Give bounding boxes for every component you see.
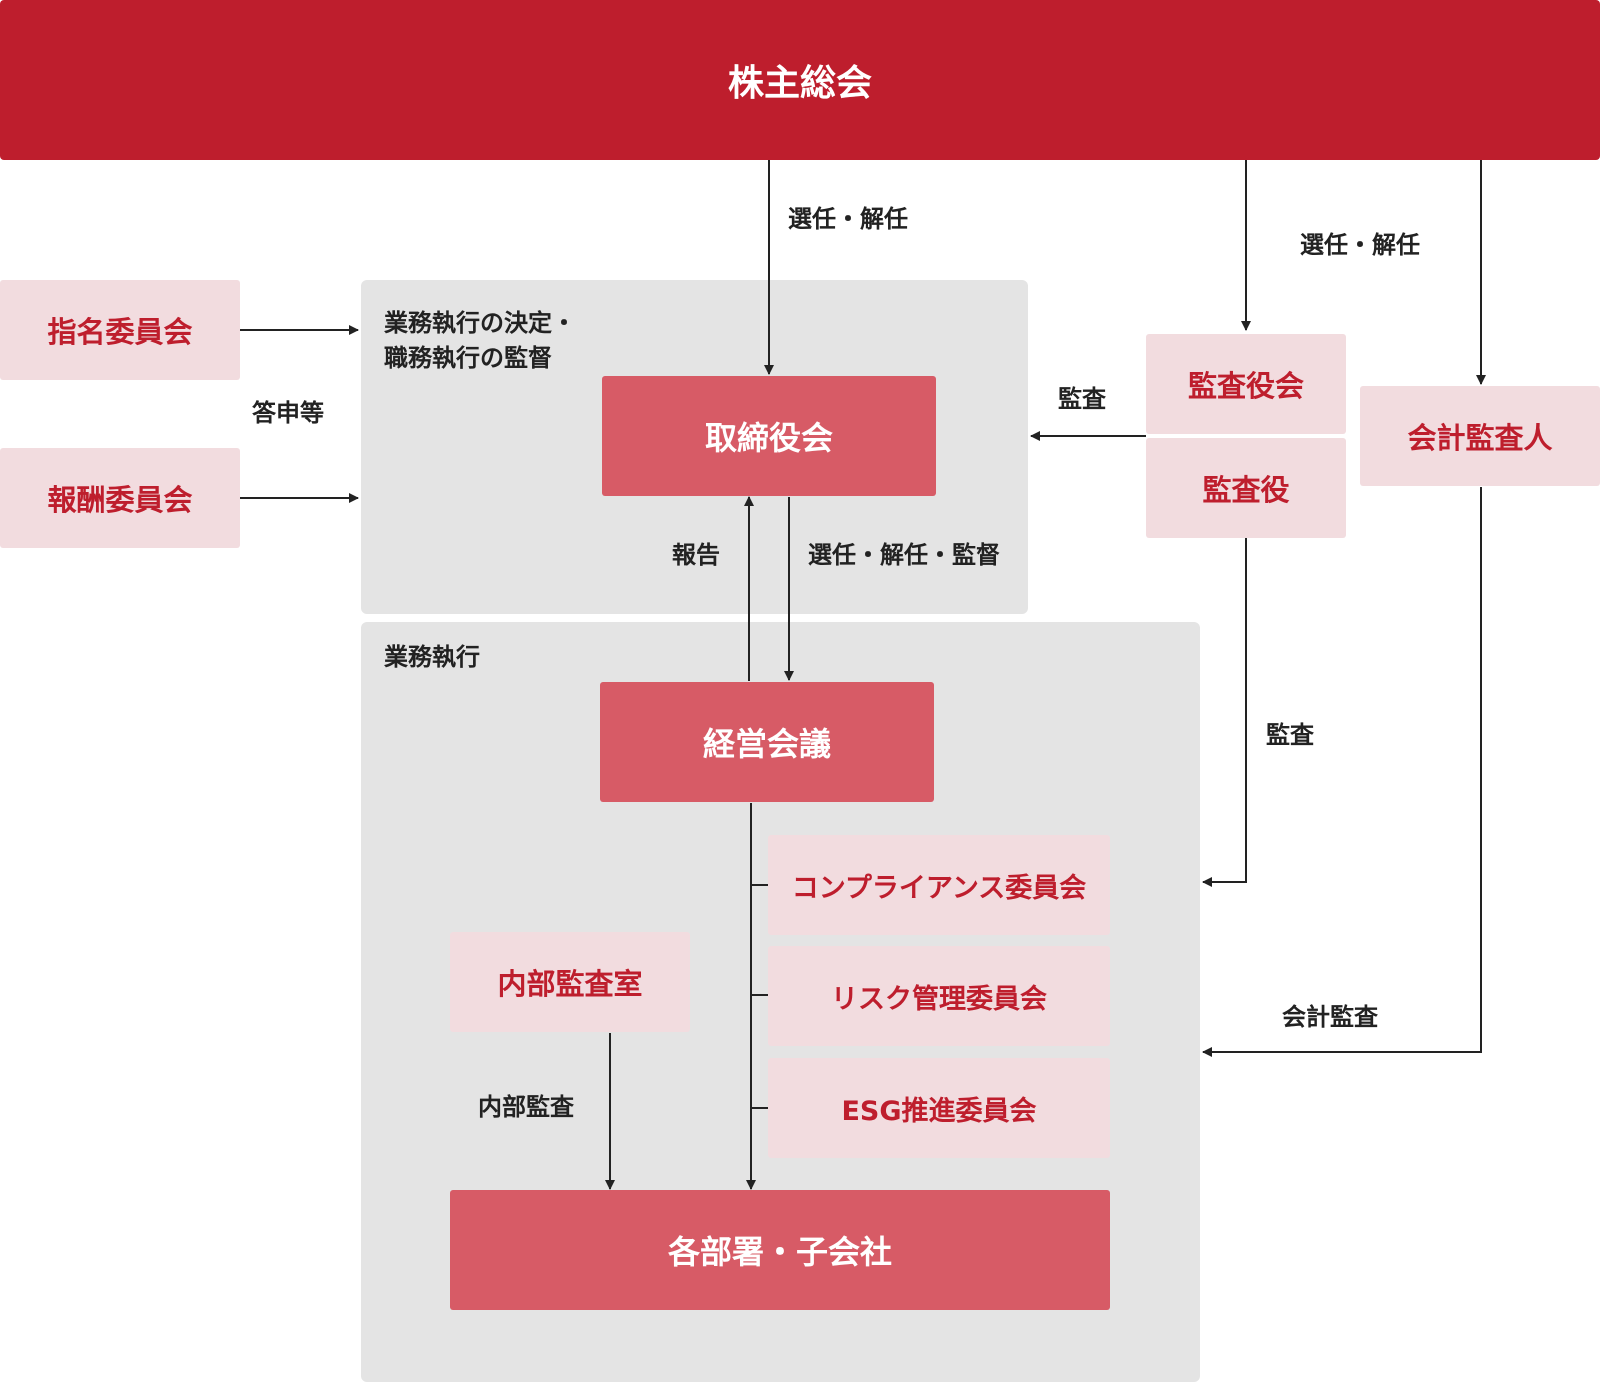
departments-subsidiaries: 各部署・子会社 xyxy=(450,1190,1110,1310)
board-of-directors: 取締役会 xyxy=(602,376,936,496)
label-report: 報告 xyxy=(672,541,720,569)
management-meeting: 経営会議 xyxy=(600,682,934,802)
arrow-audit-execution xyxy=(1202,538,1247,887)
internal-audit-office: 内部監査室 xyxy=(450,932,690,1032)
label-elect-dismiss-auditors: 選任・解任 xyxy=(1300,231,1420,259)
label-elect-dismiss-board: 選任・解任 xyxy=(788,205,908,233)
label-elect-dismiss-supervise: 選任・解任・監督 xyxy=(808,541,1000,569)
risk-management-committee: リスク管理委員会 xyxy=(768,946,1110,1046)
audit-board: 監査役会 xyxy=(1146,334,1346,434)
arrow-accounting-audit xyxy=(1202,487,1482,1057)
label-audit-board: 監査 xyxy=(1058,385,1106,413)
label-audit-execution: 監査 xyxy=(1266,721,1314,749)
esg-committee: ESG推進委員会 xyxy=(768,1058,1110,1158)
label-advisory: 答申等 xyxy=(252,399,324,427)
decision-panel-label-line1: 業務執行の決定・ xyxy=(384,309,576,337)
nomination-committee: 指名委員会 xyxy=(0,280,240,380)
execution-panel-label: 業務執行 xyxy=(384,643,480,671)
remuneration-committee: 報酬委員会 xyxy=(0,448,240,548)
decision-panel-label-line2: 職務執行の監督 xyxy=(384,344,552,372)
compliance-committee: コンプライアンス委員会 xyxy=(768,835,1110,935)
shareholders-meeting: 株主総会 xyxy=(0,0,1600,160)
accounting-auditor: 会計監査人 xyxy=(1360,386,1600,486)
label-accounting-audit: 会計監査 xyxy=(1282,1003,1378,1031)
label-internal-audit: 内部監査 xyxy=(478,1093,574,1121)
auditor: 監査役 xyxy=(1146,438,1346,538)
